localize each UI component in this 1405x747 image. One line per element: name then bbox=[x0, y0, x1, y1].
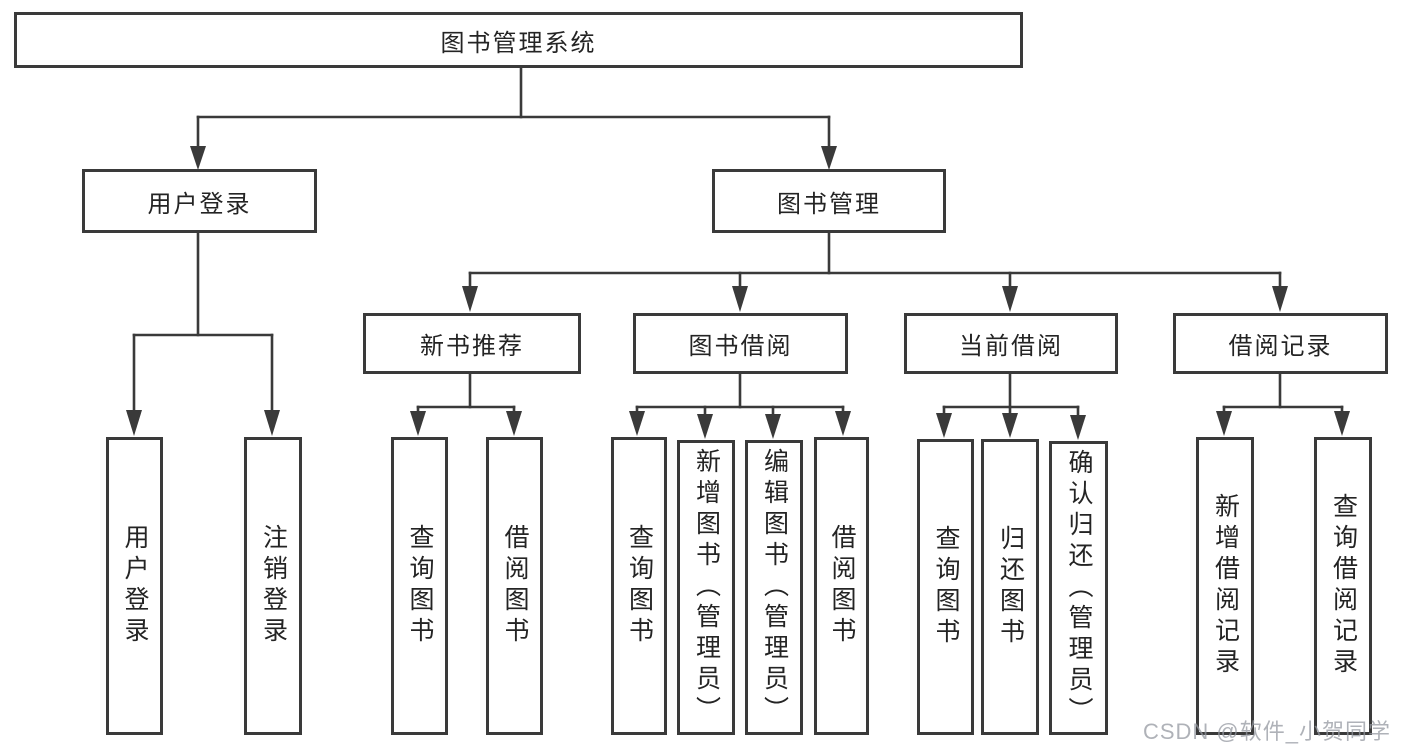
leaf-logout: 注销登录 bbox=[244, 437, 302, 735]
leaf-logout-label: 注销登录 bbox=[259, 524, 288, 648]
node-book-borrowing: 图书借阅 bbox=[633, 313, 848, 374]
arrowheads bbox=[126, 146, 1350, 440]
leaf-add-borrow-record: 新增借阅记录 bbox=[1196, 437, 1254, 735]
leaf-borrow-books-1-label: 借阅图书 bbox=[501, 524, 529, 648]
node-new-book-recommendation-label: 新书推荐 bbox=[420, 333, 524, 360]
leaf-add-borrow-record-label: 新增借阅记录 bbox=[1211, 493, 1240, 679]
leaf-borrow-books-1: 借阅图书 bbox=[486, 437, 543, 735]
leaf-edit-books-admin-label: 编辑图书（管理员） bbox=[760, 448, 789, 727]
leaf-confirm-return-admin-label: 确认归还（管理员） bbox=[1065, 448, 1093, 728]
leaf-query-books-3-label: 查询图书 bbox=[932, 525, 960, 649]
node-current-borrowing: 当前借阅 bbox=[904, 313, 1118, 374]
leaf-edit-books-admin: 编辑图书（管理员） bbox=[745, 440, 803, 735]
node-book-management: 图书管理 bbox=[712, 169, 946, 233]
leaf-query-books-1: 查询图书 bbox=[391, 437, 448, 735]
leaf-query-borrow-record-label: 查询借阅记录 bbox=[1329, 493, 1358, 679]
node-borrowing-records: 借阅记录 bbox=[1173, 313, 1388, 374]
node-current-borrowing-label: 当前借阅 bbox=[959, 333, 1063, 360]
leaf-confirm-return-admin: 确认归还（管理员） bbox=[1049, 441, 1108, 735]
leaf-query-books-2-label: 查询图书 bbox=[625, 524, 654, 648]
leaf-borrow-books-2: 借阅图书 bbox=[814, 437, 869, 735]
leaf-query-books-3: 查询图书 bbox=[917, 439, 974, 735]
leaf-add-books-admin-label: 新增图书（管理员） bbox=[692, 448, 721, 727]
node-new-book-recommendation: 新书推荐 bbox=[363, 313, 581, 374]
node-book-borrowing-label: 图书借阅 bbox=[688, 333, 793, 360]
node-root-label: 图书管理系统 bbox=[440, 29, 597, 57]
leaf-user-login: 用户登录 bbox=[106, 437, 163, 735]
leaf-query-borrow-record: 查询借阅记录 bbox=[1314, 437, 1372, 735]
leaf-return-books-label: 归还图书 bbox=[996, 525, 1025, 649]
node-user-login: 用户登录 bbox=[82, 169, 317, 233]
leaf-borrow-books-2-label: 借阅图书 bbox=[828, 524, 856, 648]
leaf-return-books: 归还图书 bbox=[981, 439, 1039, 735]
node-borrowing-records-label: 借阅记录 bbox=[1228, 333, 1333, 360]
leaf-user-login-label: 用户登录 bbox=[121, 524, 149, 648]
leaf-query-books-1-label: 查询图书 bbox=[406, 524, 434, 648]
node-book-management-label: 图书管理 bbox=[777, 190, 881, 218]
node-user-login-label: 用户登录 bbox=[147, 190, 252, 218]
leaf-add-books-admin: 新增图书（管理员） bbox=[677, 440, 735, 735]
node-root: 图书管理系统 bbox=[14, 12, 1023, 68]
leaf-query-books-2: 查询图书 bbox=[611, 437, 667, 735]
csdn-watermark: CSDN @软件_小贺同学 bbox=[1142, 719, 1391, 744]
